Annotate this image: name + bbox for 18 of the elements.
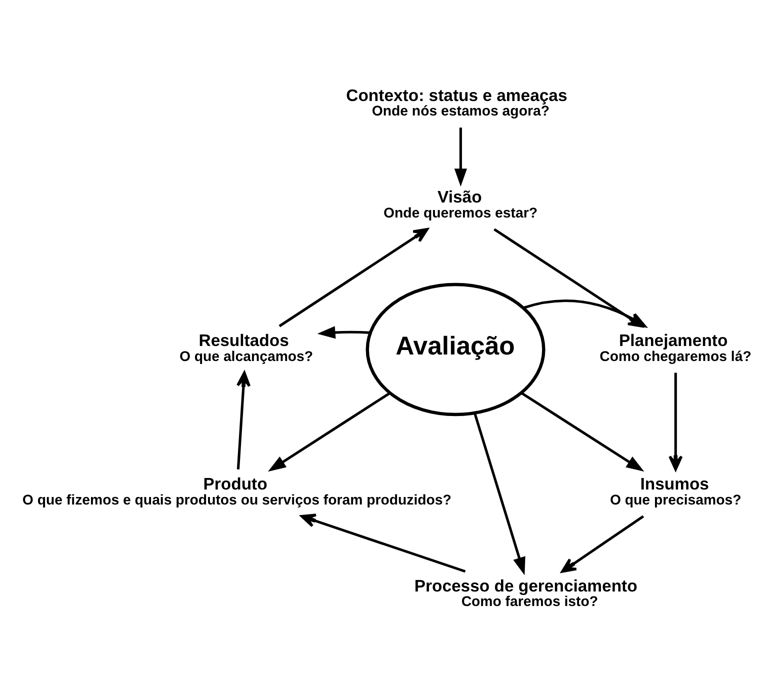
arrow: [454, 127, 467, 186]
node-text: Contexto: status e ameaças Onde nós estamos agora?: [346, 85, 568, 118]
arrow: [278, 228, 428, 327]
arrow: [668, 372, 683, 470]
arrow: [561, 514, 644, 572]
node-ellipse: Avaliação: [366, 282, 546, 416]
node-text: Produto O que fizemos e quais produtos ou serviços foram produzidos?: [22, 474, 452, 507]
arrow: [317, 326, 370, 338]
node-text: Visão Onde queremos estar?: [383, 187, 538, 220]
arrow: [474, 412, 526, 575]
node-text: Processo de gerenciamento Como faremos isto?: [414, 576, 638, 609]
node-text: Planejamento Como chegaremos lá?: [600, 330, 752, 364]
arrow: [236, 371, 251, 469]
arrow: [268, 391, 391, 472]
node-text: Insumos O que precisamos?: [610, 474, 742, 507]
node-text: Resultados O que alcançamos?: [179, 330, 314, 364]
arrow: [300, 513, 466, 572]
arrow: [520, 391, 644, 472]
